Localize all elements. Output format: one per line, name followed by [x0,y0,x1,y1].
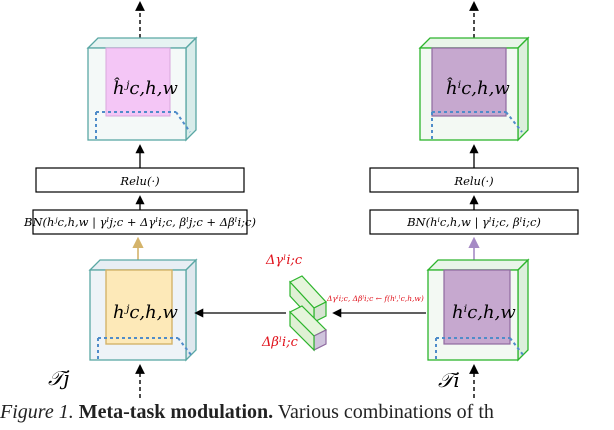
right-task-label: 𝒯i [438,368,460,392]
caption-prefix: Figure 1. [0,401,74,423]
right-bn-label: BN(hⁱc,h,w | γˡi;c, βˡi;c) [406,215,541,230]
beta-label: Δβˡi;c [261,335,299,350]
right-relu-label: Relu(·) [453,174,493,188]
left-input-label: hʲc,h,w [113,302,178,323]
right-bn-box [369,209,579,235]
caption-text: Various combinations of th [277,401,494,423]
left-output-label: ĥʲc,h,w [113,76,178,99]
right-output-label: ĥⁱc,h,w [446,76,510,99]
caption-title: Meta-task modulation. [78,401,274,423]
left-output-cube [86,36,198,142]
left-bn-label: BN(hʲc,h,w | γˡj;c + Δγˡi;c, βˡj;c + Δβˡ… [23,215,256,230]
gamma-label: Δγˡi;c [265,253,303,268]
beta-prism [288,305,328,352]
left-relu-box [35,167,245,193]
left-bn-box [32,209,248,235]
right-input-cube [426,258,530,362]
left-relu-label: Relu(·) [119,174,159,188]
left-task-label: 𝒯j [48,366,70,390]
right-output-cube [418,36,530,142]
right-input-label: hⁱc,h,w [452,302,516,323]
right-relu-box [369,167,579,193]
left-input-cube [88,258,198,362]
figure-caption: Figure 1. Meta-task modulation. Various … [0,401,614,424]
modulator-function-label: Δγˡi;c, Δβˡi;c ← f(hⁱ,ˡc,h,w) [326,294,424,303]
